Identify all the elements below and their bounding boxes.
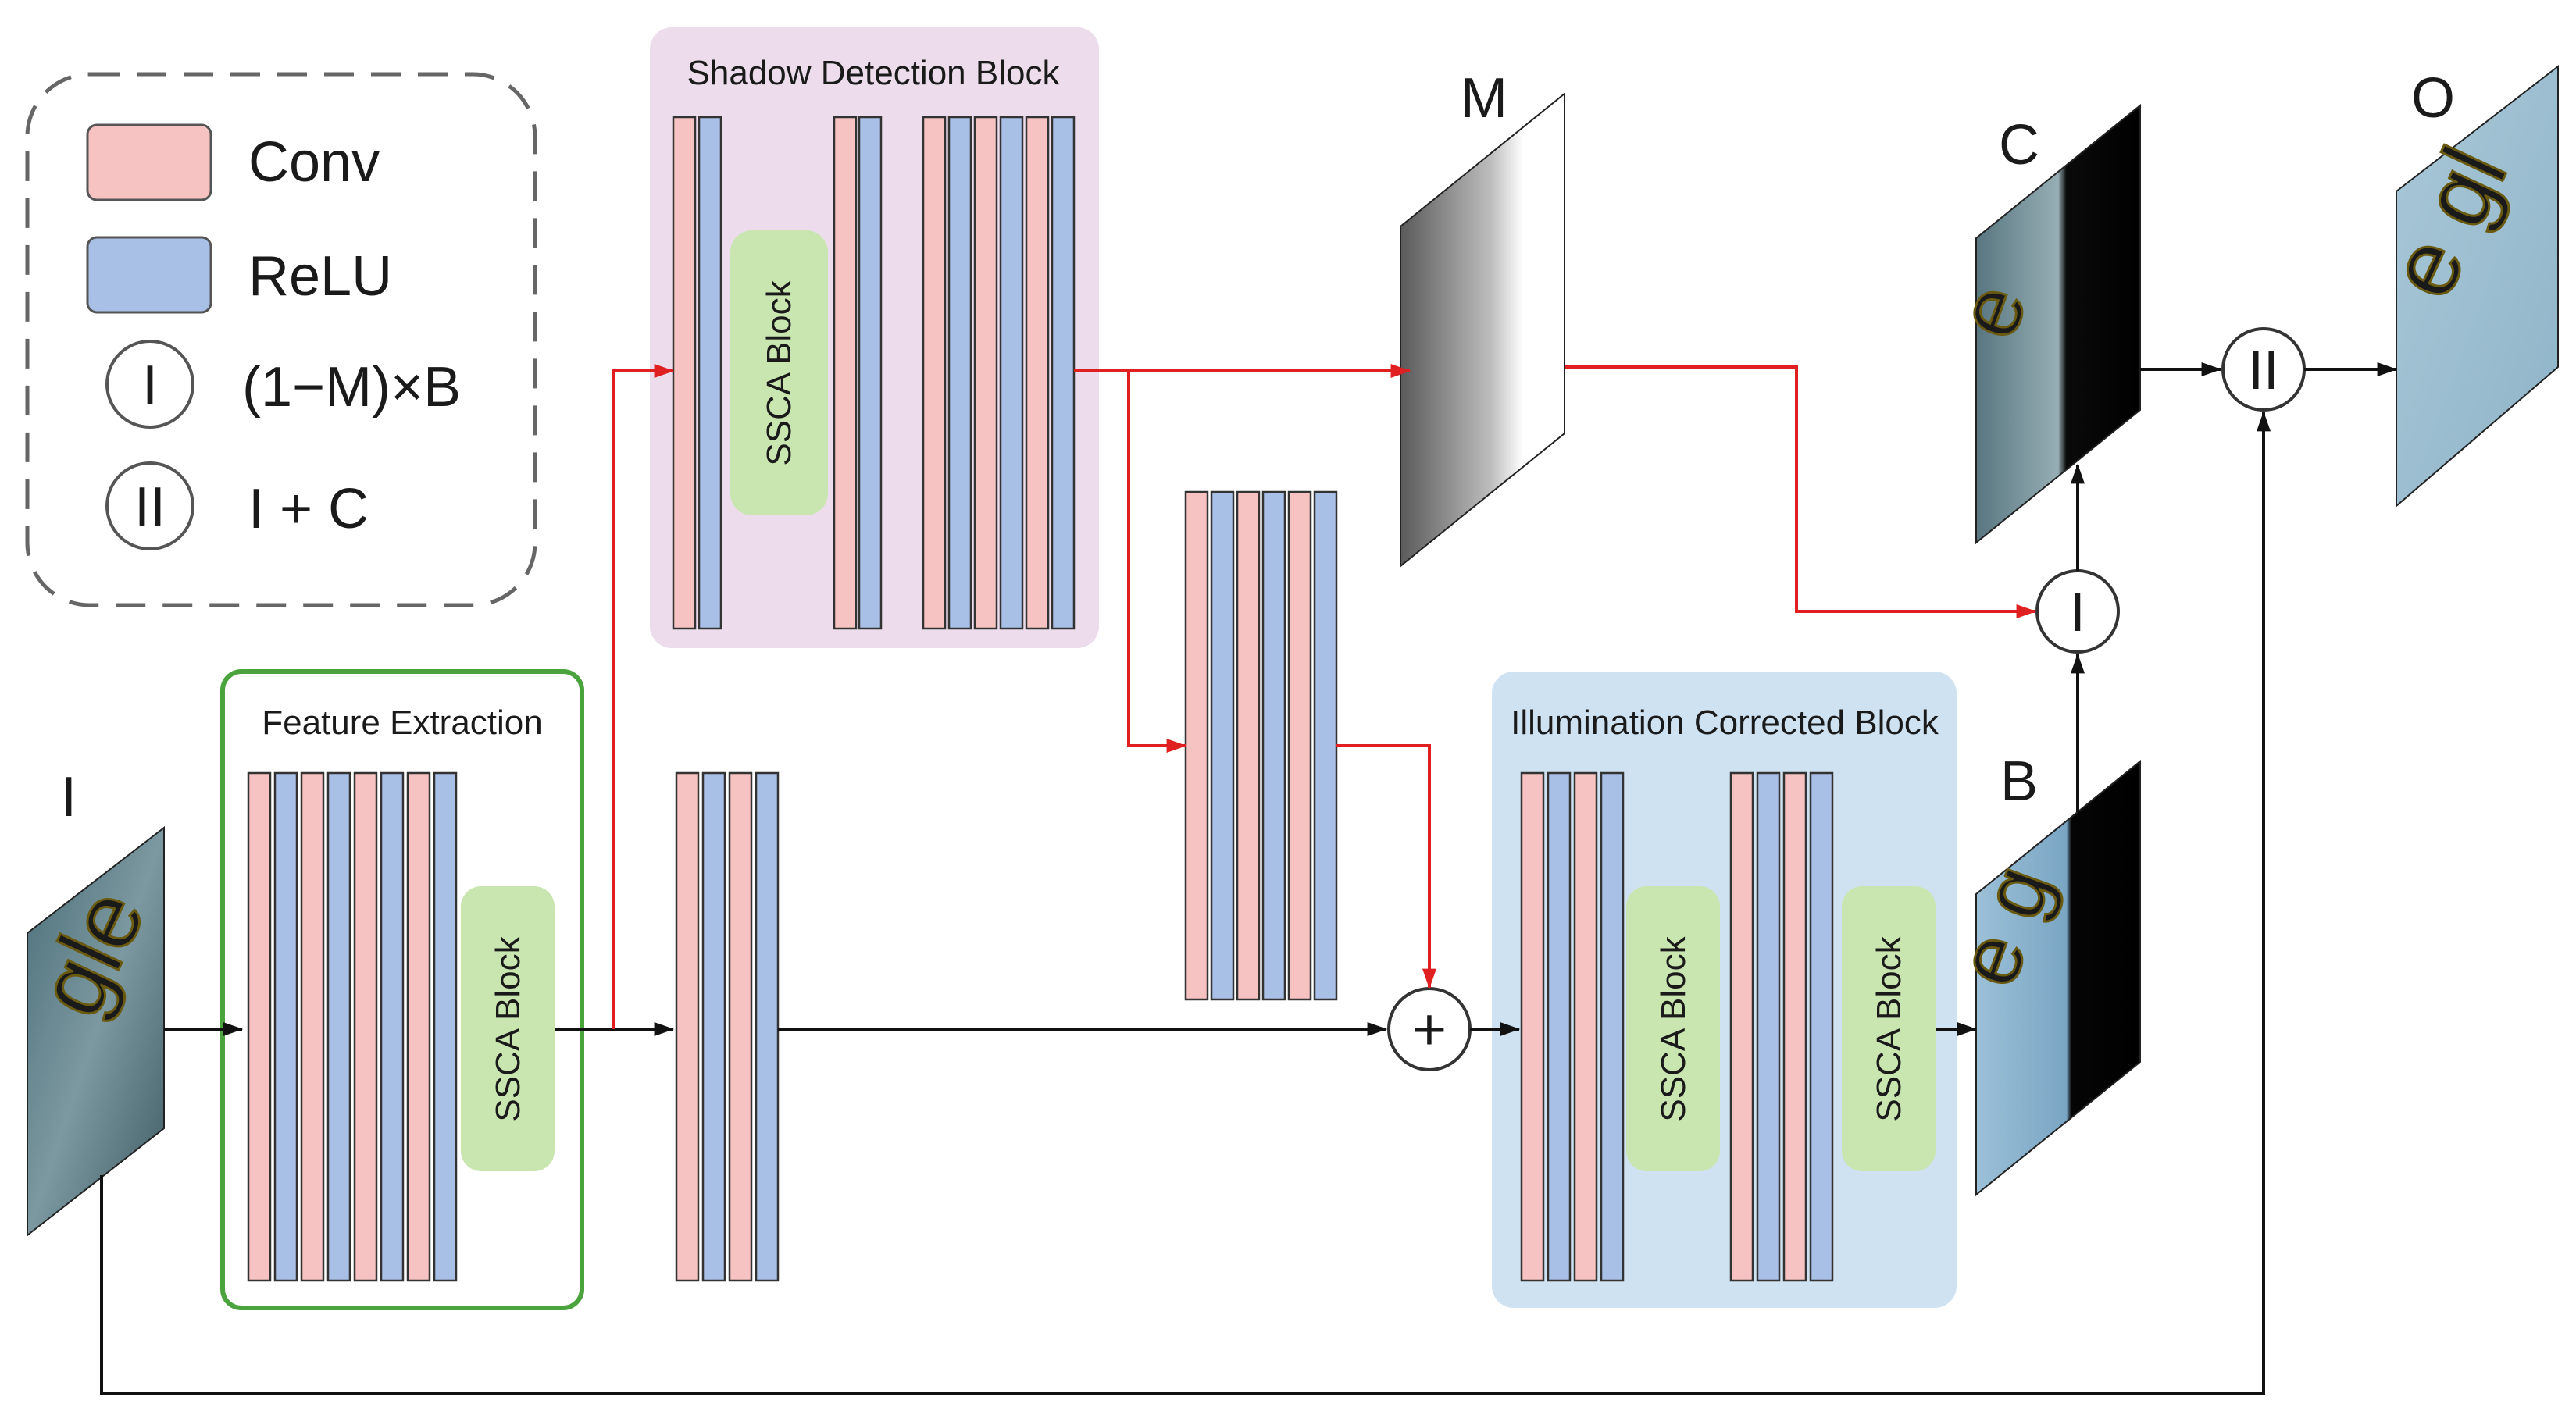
mask-image: M <box>1400 67 1565 568</box>
relu-layer <box>1051 116 1076 630</box>
relu-layer <box>999 116 1024 630</box>
conv-layer <box>353 771 378 1282</box>
mask-image-label: M <box>1461 67 1507 130</box>
conv-layer <box>1729 771 1754 1282</box>
shadow-layers-a <box>672 116 722 630</box>
feature-extraction-title: Feature Extraction <box>262 704 543 742</box>
relu-layer <box>1547 771 1572 1282</box>
output-image-panel <box>2396 64 2559 508</box>
legend-op1-symbol: I <box>142 354 158 417</box>
ssca-block-illum-2 <box>1842 886 1936 1171</box>
mask-image-panel <box>1400 91 1565 568</box>
legend-op1-label: (1−M)×B <box>242 356 461 419</box>
relu-layer <box>1600 771 1625 1282</box>
illumination-title: Illumination Corrected Block <box>1511 704 1939 742</box>
b-image: e g B <box>1937 750 2141 1197</box>
shadow-layers-b <box>833 116 883 630</box>
conv-layer <box>1184 490 1209 1001</box>
arrow-input-skip-to-op2 <box>100 411 2271 1395</box>
relu-layer <box>755 771 780 1282</box>
relu-layer <box>701 771 726 1282</box>
legend-relu-swatch <box>86 236 212 314</box>
conv-layer <box>300 771 325 1282</box>
input-image-panel <box>27 825 165 1238</box>
mask-branch-stack <box>1184 490 1338 1001</box>
relu-layer <box>1756 771 1781 1282</box>
ssca-label: SSCA Block <box>1870 935 1908 1121</box>
legend-relu-label: ReLU <box>248 245 392 308</box>
sum-symbol: + <box>1412 996 1447 1063</box>
conv-layer <box>1573 771 1598 1282</box>
conv-layer <box>833 116 858 630</box>
conv-layer <box>1287 490 1312 1001</box>
arrow-maskstack-to-sum <box>1336 744 1436 989</box>
ssca-label: SSCA Block <box>489 935 527 1121</box>
relu-layer <box>947 116 972 630</box>
legend: Conv ReLU I (1−M)×B II I + C <box>25 72 537 607</box>
conv-layer <box>922 116 947 630</box>
op2-symbol: II <box>2249 340 2279 401</box>
arrow-mask-to-op1 <box>1565 365 2037 618</box>
corrected-image: e C <box>1937 103 2141 545</box>
relu-layer <box>433 771 458 1282</box>
b-image-panel <box>1975 759 2141 1197</box>
conv-layer <box>728 771 753 1282</box>
input-image: gle I <box>16 766 166 1238</box>
ssca-label: SSCA Block <box>1654 935 1693 1121</box>
input-image-label: I <box>61 766 77 828</box>
output-image: e gl O <box>2367 64 2559 508</box>
sum-operator: + <box>1387 987 1472 1071</box>
conv-layer <box>1520 771 1545 1282</box>
relu-layer <box>1210 490 1235 1001</box>
legend-op2-label: I + C <box>248 478 369 540</box>
relu-layer <box>1261 490 1286 1001</box>
ssca-label: SSCA Block <box>760 280 798 465</box>
conv-layer <box>973 116 998 630</box>
middle-layer-stack <box>675 771 780 1282</box>
conv-layer <box>1236 490 1261 1001</box>
shadow-layers-c <box>922 116 1076 630</box>
legend-op2-symbol: II <box>134 476 166 539</box>
relu-layer <box>1313 490 1338 1001</box>
illumination-corrected-block: Illumination Corrected Block SSCA Block … <box>1492 672 1957 1308</box>
conv-layer <box>1782 771 1807 1282</box>
ssca-block-illum-1 <box>1626 886 1720 1171</box>
legend-op2-circle <box>105 461 194 550</box>
corrected-image-label: C <box>1999 114 2039 176</box>
relu-layer <box>698 116 722 630</box>
relu-layer <box>858 116 883 630</box>
ssca-block-shadow <box>730 230 828 515</box>
feature-extraction-block: Feature Extraction SSCA Block <box>220 669 584 1310</box>
output-image-label: O <box>2411 67 2455 130</box>
arrow-feature-to-shadow <box>612 364 675 1029</box>
legend-conv-label: Conv <box>248 131 380 194</box>
conv-layer <box>675 771 700 1282</box>
relu-layer <box>1809 771 1834 1282</box>
relu-layer <box>326 771 351 1282</box>
b-image-label: B <box>2000 750 2038 813</box>
arrow-shadow-to-maskstack <box>1127 371 1187 753</box>
shadow-detection-title: Shadow Detection Block <box>687 54 1061 92</box>
conv-layer <box>406 771 431 1282</box>
legend-conv-swatch <box>86 123 212 201</box>
conv-layer <box>672 116 697 630</box>
shadow-detection-block: Shadow Detection Block SSCA Block <box>650 27 1099 648</box>
op2-operator: II <box>2221 327 2306 412</box>
corrected-image-panel <box>1975 103 2141 545</box>
legend-op1-circle <box>105 340 194 429</box>
conv-layer <box>1025 116 1050 630</box>
connections <box>100 362 2398 1395</box>
conv-layer <box>247 771 272 1282</box>
op1-operator: I <box>2035 569 2120 654</box>
op1-symbol: I <box>2070 582 2085 643</box>
ssca-block-feature <box>461 886 555 1171</box>
relu-layer <box>273 771 298 1282</box>
relu-layer <box>380 771 405 1282</box>
legend-frame <box>25 72 537 607</box>
